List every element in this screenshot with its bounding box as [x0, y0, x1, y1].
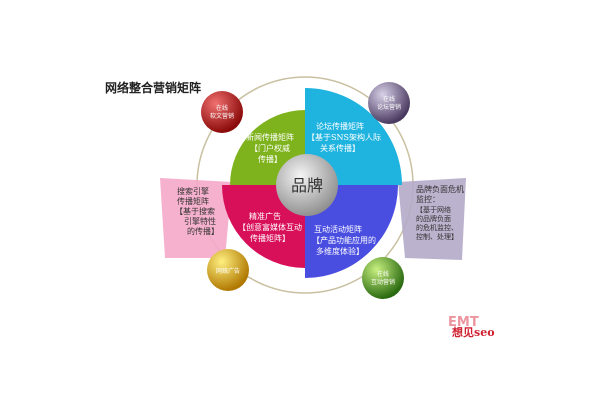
forum-line: 【基于SNS架构人际 — [307, 132, 381, 142]
search-line: 搜索引擎 — [177, 186, 209, 196]
crisis-line: 监控： — [416, 194, 440, 204]
center-label: 品牌 — [291, 176, 323, 195]
news-line: 【门户权威 — [250, 143, 290, 153]
crisis-line: 的品牌负面 — [416, 214, 451, 223]
sphere-interactive — [362, 257, 404, 299]
sphere-label: 论坛营销 — [377, 103, 401, 111]
svg-text:论坛传播矩阵【基于SNS架构人际关系传播】: 论坛传播矩阵【基于SNS架构人际关系传播】 — [307, 121, 381, 153]
crisis-line: 控制、处理】 — [416, 232, 458, 241]
crisis-line: 的危机监控、 — [416, 223, 458, 232]
brand-center — [276, 154, 338, 216]
interactive-line: 多维度体验】 — [316, 246, 364, 256]
crisis-monitor-fan — [398, 178, 466, 260]
svg-text:搜索引擎传播矩阵【基于搜索引擎特性的传播】: 搜索引擎传播矩阵【基于搜索引擎特性的传播】 — [175, 186, 219, 236]
logo-bottom: 想见seo — [451, 325, 495, 339]
quadrant-forum — [305, 88, 402, 185]
quadrant-interactive — [305, 185, 398, 278]
diagram-title: 网络整合营销矩阵 — [105, 80, 201, 95]
ads-line: 传播矩阵】 — [250, 233, 290, 243]
svg-text:品牌负面危机监控：【基于网络的品牌负面的危机监控、控制、处理: 品牌负面危机监控：【基于网络的品牌负面的危机监控、控制、处理】 — [416, 184, 464, 241]
interactive-line: 互动活动矩阵 — [314, 224, 362, 234]
svg-text:精准广告【创意富媒体互动传播矩阵】: 精准广告【创意富媒体互动传播矩阵】 — [238, 211, 302, 243]
ads-line: 精准广告 — [249, 211, 281, 221]
search-line: 传播矩阵 — [177, 196, 209, 206]
svg-text:在线软文营销: 在线软文营销 — [210, 104, 234, 120]
search-line: 【基于搜索 — [175, 206, 215, 216]
search-line: 引擎特性 — [184, 216, 216, 226]
forum-line: 论坛传播矩阵 — [316, 121, 364, 131]
sphere-soft-article — [201, 91, 243, 133]
logo-top: EMT — [448, 315, 479, 330]
sphere-web-ads — [207, 249, 249, 291]
sphere-label: 在线 — [216, 104, 228, 112]
crisis-line: 品牌负面危机 — [416, 184, 464, 194]
svg-text:在线论坛营销: 在线论坛营销 — [377, 95, 401, 111]
sphere-label: 在线 — [383, 95, 395, 103]
sphere-label: 软文营销 — [210, 112, 234, 120]
sphere-label: 互动营销 — [371, 278, 395, 286]
sphere-forum — [368, 82, 410, 124]
svg-text:互动活动矩阵【产品功能应用的多维度体验】: 互动活动矩阵【产品功能应用的多维度体验】 — [312, 224, 376, 256]
news-line: 新闻传播矩阵 — [246, 132, 294, 142]
sphere-label: 在线 — [377, 270, 389, 278]
sphere-label: 网络广告 — [216, 267, 240, 275]
news-line: 传播】 — [258, 154, 282, 164]
svg-text:在线互动营销: 在线互动营销 — [371, 270, 395, 286]
logo-watermark: EMT 想见seo — [448, 315, 495, 339]
svg-text:新闻传播矩阵【门户权威传播】: 新闻传播矩阵【门户权威传播】 — [246, 132, 294, 164]
search-engine-fan — [160, 178, 232, 258]
interactive-line: 【产品功能应用的 — [312, 235, 376, 245]
forum-line: 关系传播】 — [320, 143, 360, 153]
crisis-line: 【基于网络 — [416, 205, 451, 214]
search-line: 的传播】 — [187, 226, 219, 236]
ads-line: 【创意富媒体互动 — [238, 222, 302, 232]
